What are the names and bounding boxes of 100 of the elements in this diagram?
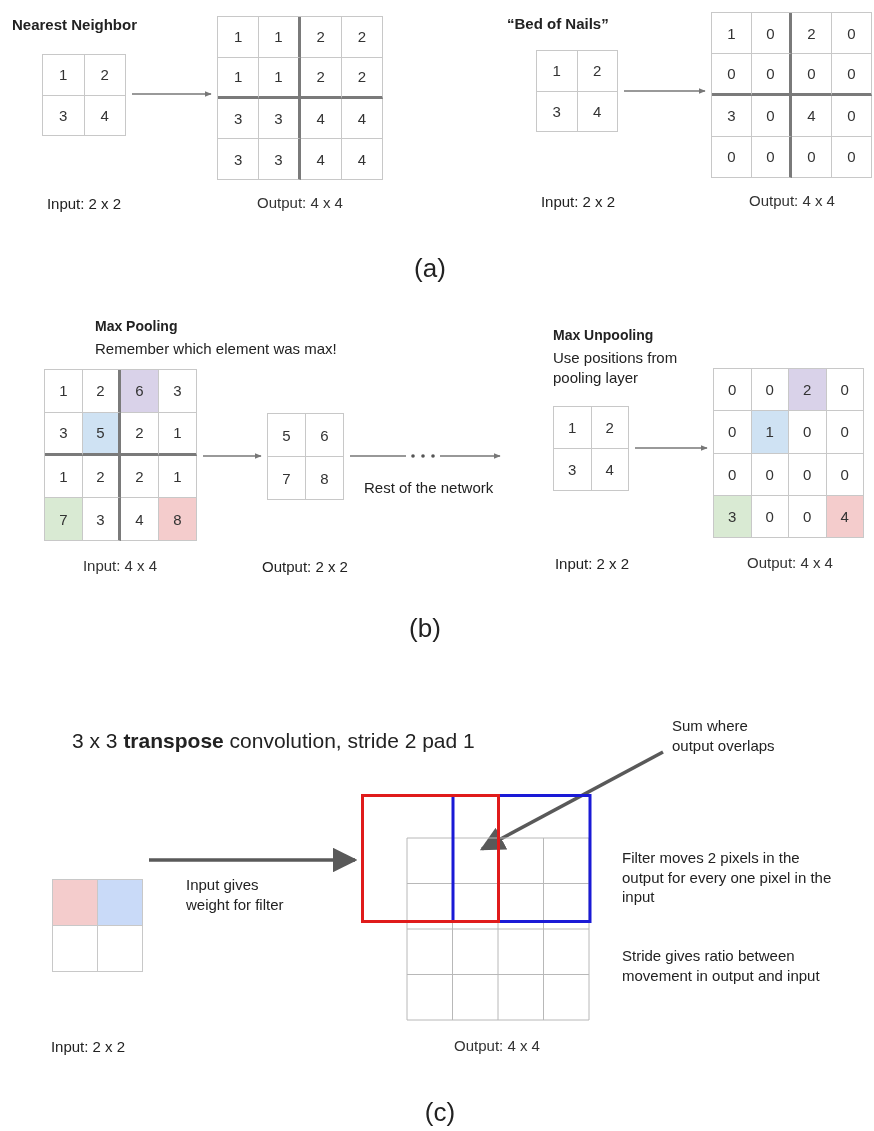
number-grid [553, 406, 629, 491]
matrix-cell: 1 [259, 17, 301, 58]
matrix-cell: 0 [712, 136, 752, 178]
section-heading: Max Unpooling [553, 326, 654, 345]
matrix-cell: 0 [712, 54, 752, 96]
matrix-cell: 2 [792, 13, 832, 55]
matrix-cell: 0 [826, 453, 864, 496]
grid-caption: Input: 2 x 2 [540, 192, 616, 212]
note-text: Stride gives ratio between movement in output and input [622, 946, 821, 985]
matrix-cell: 3 [43, 95, 85, 136]
matrix-cell: 4 [826, 495, 864, 538]
matrix-cell: 7 [45, 498, 83, 541]
number-grid [713, 368, 864, 538]
matrix-cell: 2 [83, 370, 121, 413]
matrix-cell: 2 [300, 17, 342, 58]
matrix-cell: 0 [832, 95, 872, 137]
matrix-cell: 1 [218, 57, 260, 99]
section-heading: Nearest Neighbor [12, 15, 138, 35]
empty-grid [52, 879, 143, 972]
matrix-cell: 4 [300, 139, 342, 180]
matrix-cell: 7 [268, 457, 306, 500]
matrix-cell: 0 [751, 453, 789, 496]
matrix-cell: 3 [218, 139, 260, 180]
section-heading: “Bed of Nails” [507, 14, 609, 34]
matrix-cell: 0 [832, 136, 872, 178]
matrix-cell: 0 [789, 453, 827, 496]
matrix-cell: 0 [714, 411, 752, 454]
matrix-cell: 4 [84, 95, 126, 136]
matrix-cell: 5 [83, 412, 121, 456]
matrix-cell: 4 [341, 139, 383, 180]
matrix-cell: 3 [83, 498, 121, 541]
arrow [149, 847, 358, 873]
matrix-cell: 2 [341, 57, 383, 99]
grid-caption: Output: 4 x 4 [454, 1037, 540, 1054]
note-text: Use positions from pooling layer [553, 348, 679, 387]
matrix-cell: 4 [341, 98, 383, 140]
matrix-cell: 0 [752, 13, 792, 55]
matrix-cell: 1 [751, 411, 789, 454]
matrix-cell: 2 [789, 369, 827, 412]
matrix-cell: 3 [218, 98, 260, 140]
matrix-cell: 0 [752, 95, 792, 137]
matrix-cell: 1 [159, 412, 197, 456]
panel-label: (b) [409, 612, 441, 645]
matrix-cell: 0 [789, 495, 827, 538]
matrix-cell: 0 [752, 136, 792, 178]
matrix-cell: 2 [121, 455, 159, 499]
matrix-cell: 1 [554, 407, 592, 449]
arrow [623, 88, 706, 94]
number-grid [711, 12, 872, 178]
matrix-cell: 0 [792, 136, 832, 178]
arrow [349, 453, 501, 459]
matrix-cell: 1 [537, 51, 578, 92]
matrix-cell: 4 [591, 449, 629, 491]
matrix-cell: 0 [714, 453, 752, 496]
grid-caption: Input: 2 x 2 [554, 554, 630, 574]
matrix-cell: 8 [306, 457, 344, 500]
arrow [202, 453, 262, 459]
note-text: 3 x 3 transpose convolution, stride 2 pad 1 [72, 728, 475, 754]
grid-caption: Input: 2 x 2 [46, 194, 122, 214]
matrix-cell: 0 [714, 369, 752, 412]
grid-caption: Input: 4 x 4 [82, 557, 158, 574]
matrix-cell: 0 [832, 54, 872, 96]
matrix-cell: 0 [832, 13, 872, 55]
matrix-cell: 2 [591, 407, 629, 449]
matrix-cell: 2 [341, 17, 383, 58]
matrix-cell: 1 [159, 455, 197, 499]
number-grid [536, 50, 618, 132]
arrow [131, 91, 212, 97]
matrix-cell: 2 [300, 57, 342, 99]
grid-caption: Output: 2 x 2 [262, 557, 348, 577]
matrix-cell: 0 [752, 54, 792, 96]
grid-caption: Output: 4 x 4 [749, 192, 835, 209]
matrix-cell: 1 [218, 17, 260, 58]
panel-label: (a) [414, 252, 446, 285]
grid-caption: Output: 4 x 4 [747, 554, 833, 571]
number-grid [217, 16, 383, 180]
matrix-cell: 1 [43, 55, 85, 96]
matrix-cell: 3 [714, 495, 752, 538]
matrix-cell: 1 [712, 13, 752, 55]
callout-text: Sum where output overlaps [672, 716, 790, 755]
note-text: Filter moves 2 pixels in the output for every one pixel in the input [622, 848, 833, 907]
matrix-cell: 0 [751, 495, 789, 538]
matrix-cell: 2 [121, 412, 159, 456]
matrix-cell: 0 [789, 411, 827, 454]
matrix-cell: 4 [792, 95, 832, 137]
matrix-cell: 0 [751, 369, 789, 412]
matrix-cell: 2 [84, 55, 126, 96]
number-grid [42, 54, 126, 136]
matrix-cell: 2 [577, 51, 618, 92]
output-grid-drawing [361, 794, 591, 1022]
note-text: Remember which element was max! [95, 339, 337, 359]
matrix-cell: 0 [826, 411, 864, 454]
number-grid [44, 369, 197, 541]
panel-label: (c) [424, 1096, 456, 1129]
arrow [479, 750, 664, 851]
grid-caption: Input: 2 x 2 [50, 1037, 126, 1057]
number-grid [267, 413, 344, 500]
grid-caption: Output: 4 x 4 [257, 194, 343, 211]
matrix-cell: 4 [577, 91, 618, 132]
matrix-cell: 2 [83, 455, 121, 499]
